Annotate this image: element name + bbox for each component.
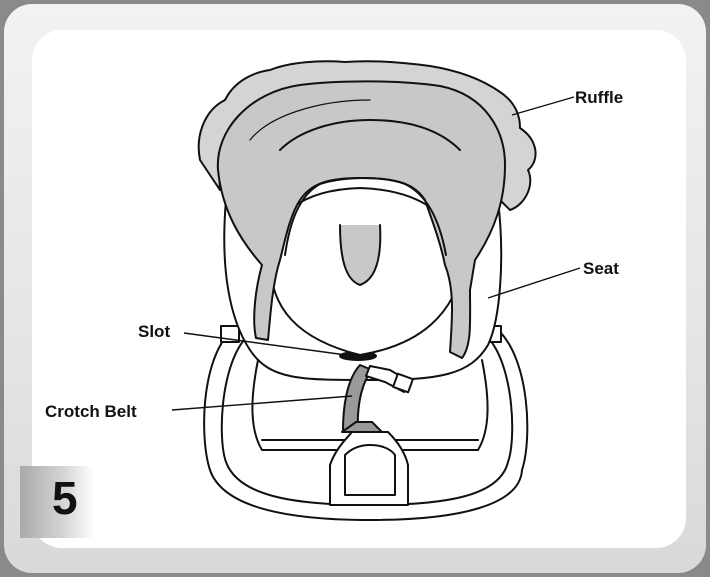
ruffle-label: Ruffle [575, 88, 623, 108]
crotch-belt-leader [172, 396, 352, 410]
seat-label: Seat [583, 259, 619, 279]
step-number: 5 [52, 468, 78, 528]
crotch-belt-label: Crotch Belt [45, 402, 137, 422]
ruffle-leader [512, 97, 574, 115]
slot-label: Slot [138, 322, 170, 342]
